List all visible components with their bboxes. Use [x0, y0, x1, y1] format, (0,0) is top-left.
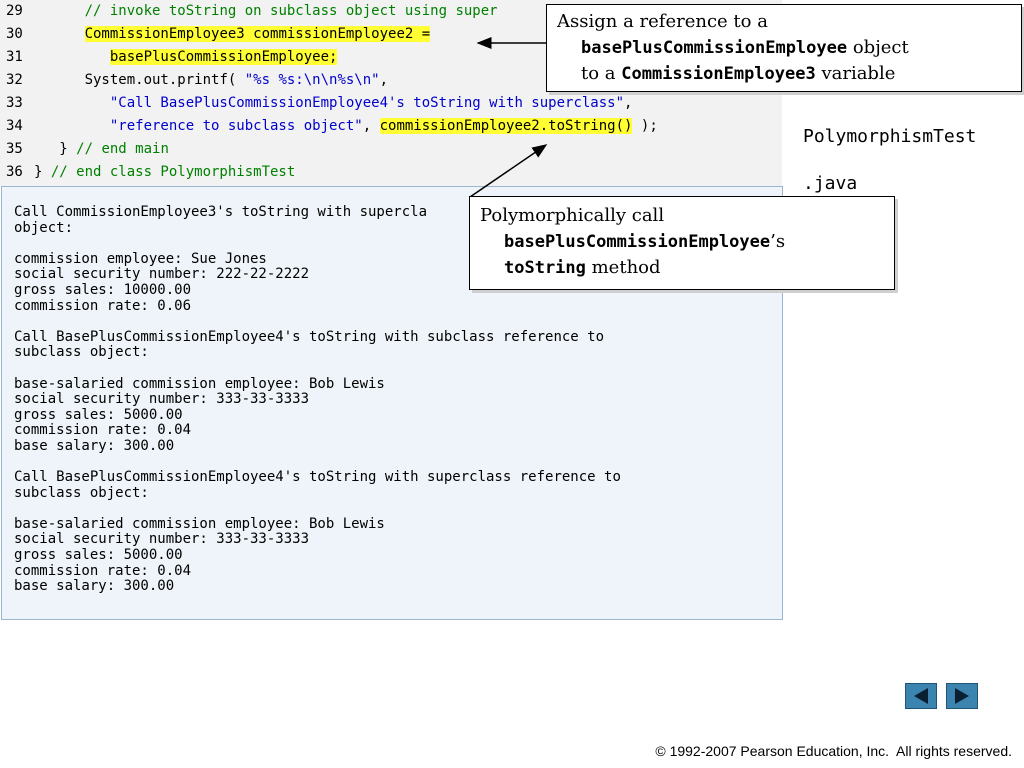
- callout-text: Polymorphically call: [480, 205, 665, 226]
- line-number: 36: [6, 164, 23, 180]
- triangle-left-icon: [914, 688, 928, 704]
- callout-text: to a CommissionEmployee3 variable: [581, 63, 896, 84]
- arrow-to-tostring-call: [469, 144, 548, 198]
- previous-slide-button[interactable]: [905, 683, 937, 709]
- highlighted-code: commissionEmployee2.toString(): [379, 118, 633, 134]
- callout-text: Assign a reference to a: [557, 11, 768, 32]
- callout-text: basePlusCommissionEmployee object: [581, 37, 909, 58]
- line-number: 35: [6, 141, 23, 157]
- highlighted-code: CommissionEmployee3 commissionEmployee2 …: [84, 26, 431, 42]
- triangle-right-icon: [955, 688, 969, 704]
- code-line-30: 30 CommissionEmployee3 commissionEmploye…: [0, 23, 431, 46]
- program-output-box: Call CommissionEmployee3's toString with…: [1, 186, 783, 620]
- program-output-text: Call CommissionEmployee3's toString with…: [14, 204, 621, 595]
- line-number: 33: [6, 95, 23, 111]
- code-string: "reference to subclass object": [109, 118, 363, 134]
- line-number: 32: [6, 72, 23, 88]
- code-line-29: 29 // invoke toString on subclass object…: [0, 0, 498, 23]
- copyright-footer: © 1992-2007 Pearson Education, Inc. All …: [655, 743, 1012, 759]
- code-comment: // invoke toString on subclass object us…: [84, 3, 498, 19]
- code-comment: // end main: [76, 141, 169, 157]
- code-line-34: 34 "reference to subclass object", commi…: [0, 115, 658, 138]
- callout-text: basePlusCommissionEmployee’s: [504, 231, 786, 252]
- filename-label: PolymorphismTest: [803, 126, 977, 147]
- code-line-32: 32 System.out.printf( "%s %s:\n\n%s\n",: [0, 69, 388, 92]
- highlighted-code: basePlusCommissionEmployee;: [109, 49, 338, 65]
- callout-text: toString method: [504, 257, 661, 278]
- line-number: 30: [6, 26, 23, 42]
- callout-assign-reference: Assign a reference to a basePlusCommissi…: [546, 4, 1022, 92]
- code-line-36: 36} // end class PolymorphismTest: [0, 161, 295, 184]
- line-number: 31: [6, 49, 23, 65]
- next-slide-button[interactable]: [946, 683, 978, 709]
- code-comment: // end class PolymorphismTest: [50, 164, 296, 180]
- filename-extension: .java: [803, 173, 858, 194]
- code-line-35: 35 } // end main: [0, 138, 169, 161]
- code-text: System.out.printf(: [84, 72, 245, 88]
- code-string: "Call BasePlusCommissionEmployee4's toSt…: [109, 95, 625, 111]
- line-number: 34: [6, 118, 23, 134]
- code-line-33: 33 "Call BasePlusCommissionEmployee4's t…: [0, 92, 632, 115]
- code-line-31: 31 basePlusCommissionEmployee;: [0, 46, 338, 69]
- code-string: "%s %s:\n\n%s\n": [244, 72, 380, 88]
- callout-polymorphic-call: Polymorphically call basePlusCommissionE…: [469, 196, 895, 290]
- line-number: 29: [6, 3, 23, 19]
